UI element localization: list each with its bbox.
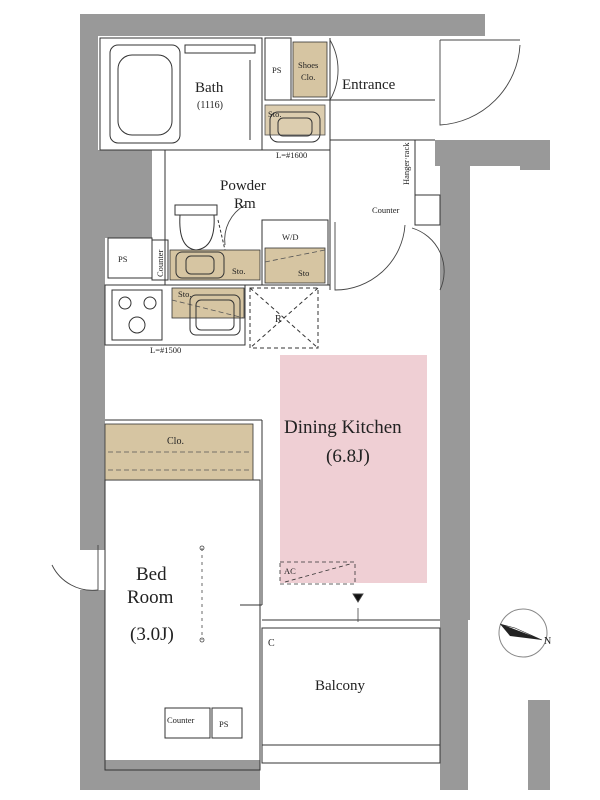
sto-wd-label: Sto	[298, 268, 309, 278]
shoes-clo-label: Clo.	[301, 72, 315, 82]
wd-label: W/D	[282, 232, 299, 242]
stove	[111, 289, 163, 341]
closet-dashes	[108, 249, 326, 471]
dining-kitchen-size: (6.8J)	[326, 446, 370, 467]
sink-top	[269, 111, 321, 143]
dining-kitchen-highlight	[280, 355, 427, 583]
north-compass-icon	[498, 608, 548, 658]
dining-kitchen-label: Dining Kitchen	[284, 417, 402, 438]
sto-top-label: Sto.	[268, 109, 281, 119]
doors	[51, 39, 521, 622]
powder-rm-label: Rm	[234, 196, 256, 212]
ac-unit	[279, 561, 356, 585]
powder-label: Powder	[220, 178, 266, 194]
l1600-label: L=#1600	[276, 150, 307, 160]
sto-powder-label: Sto.	[232, 266, 245, 276]
bed-size: (3.0J)	[130, 624, 174, 645]
balcony-c-label: C	[268, 638, 275, 649]
storage-areas	[104, 41, 328, 481]
toilet	[174, 204, 226, 251]
bath-label: Bath	[195, 80, 224, 96]
ps-bottom-label: PS	[219, 719, 229, 729]
l1500-label: L=#1500	[150, 345, 181, 355]
balcony-label: Balcony	[315, 678, 365, 694]
sto-kitchen-label: Sto.	[178, 289, 191, 299]
ps-top-label: PS	[272, 65, 282, 75]
sto-powder	[169, 249, 261, 281]
ac-label: AC	[284, 566, 296, 576]
shoes-closet	[292, 41, 328, 98]
counter-left-label: Counter	[155, 249, 165, 277]
sto-top	[264, 104, 326, 136]
bathtub	[109, 44, 256, 144]
bed-label: Bed	[136, 564, 167, 585]
bed-dashed-line	[199, 545, 205, 643]
closet-label: Clo.	[167, 436, 184, 447]
refrigerator-label: R	[275, 314, 282, 325]
counter-bottom-label: Counter	[167, 715, 195, 725]
north-label: N	[544, 636, 551, 647]
bath-size: (1116)	[197, 100, 223, 111]
entrance-label: Entrance	[342, 77, 396, 93]
powder-basin	[175, 251, 225, 279]
sto-wd	[264, 247, 326, 284]
kitchen-sink	[189, 294, 241, 336]
shoes-label: Shoes	[298, 60, 318, 70]
bed-room-label: Room	[127, 587, 174, 608]
counter-right-label: Counter	[372, 205, 400, 215]
outer-walls	[80, 14, 550, 790]
hanger-label: Hanger·rack	[401, 142, 411, 185]
ps-left-label: PS	[118, 254, 128, 264]
